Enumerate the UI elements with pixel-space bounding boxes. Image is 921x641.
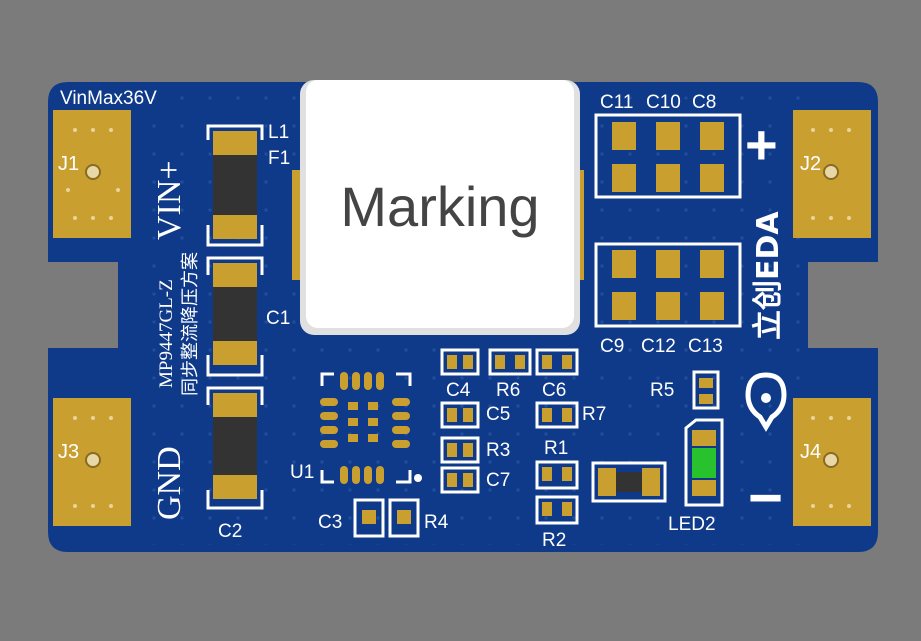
vinmax-label: VinMax36V [60,88,157,109]
c5-label: C5 [486,404,510,425]
inductor-marking: Marking [340,175,539,238]
capacitor-bank-top[interactable] [594,113,742,199]
c2-label: C2 [218,521,242,542]
connector-j2[interactable]: J2 [793,110,871,238]
r5-label: R5 [650,380,674,401]
c12-label: C12 [641,336,676,357]
plus-sign: + [745,113,778,176]
c10-label: C10 [646,92,681,113]
inductor-l1[interactable]: Marking [292,80,584,335]
j2-label: J2 [800,153,821,175]
component-r2[interactable] [535,495,579,525]
component-c3[interactable] [353,498,385,538]
component-r6[interactable] [488,348,532,376]
connector-j3[interactable]: J3 [53,398,131,526]
vin-label: VIN+ [151,160,188,240]
f1-label: F1 [268,148,290,169]
c3-label: C3 [318,512,342,533]
r1-label: R1 [544,438,568,459]
gnd-label: GND [151,446,188,520]
component-c1[interactable] [206,256,264,377]
component-c5[interactable] [440,401,480,429]
ic-u1[interactable] [320,372,422,484]
component-r3[interactable] [440,436,480,464]
component-r7[interactable] [535,401,579,429]
c1-label: C1 [266,308,290,329]
c11-label: C11 [600,92,633,113]
c13-label: C13 [688,336,723,357]
minus-sign: − [748,464,783,531]
logo-icon [745,372,787,432]
r3-label: R3 [486,440,510,461]
j3-label: J3 [58,441,79,463]
component-r4[interactable] [388,498,420,538]
connector-j1[interactable]: J1 [53,110,131,238]
component-l1-f1[interactable] [206,124,264,247]
led2-label: LED2 [668,514,716,535]
j1-label: J1 [58,153,79,175]
led2[interactable] [684,418,724,507]
capacitor-bank-bottom[interactable] [594,242,742,328]
component-c2[interactable] [206,386,264,510]
component-c7[interactable] [440,466,480,494]
r2-label: R2 [542,530,566,551]
component-r1[interactable] [535,460,579,490]
c9-label: C9 [600,336,624,357]
l1-label: L1 [268,122,289,143]
r7-label: R7 [582,404,606,425]
c4-label: C4 [446,380,471,401]
component-diode[interactable] [591,461,667,503]
component-r5[interactable] [692,370,720,410]
chinese-description-label: 同步整流降压方案 [180,252,201,396]
r6-label: R6 [496,380,520,401]
u1-label: U1 [290,462,314,483]
connector-j4[interactable]: J4 [793,398,871,526]
j4-label: J4 [800,441,821,463]
component-c6[interactable] [535,348,579,376]
r4-label: R4 [424,512,449,533]
c6-label: C6 [542,380,566,401]
c7-label: C7 [486,470,510,491]
lceda-logo: 立创EDA [751,211,786,340]
component-c4[interactable] [440,348,480,376]
part-number-label: MP9447GL-Z [156,279,177,388]
c8-label: C8 [692,92,716,113]
